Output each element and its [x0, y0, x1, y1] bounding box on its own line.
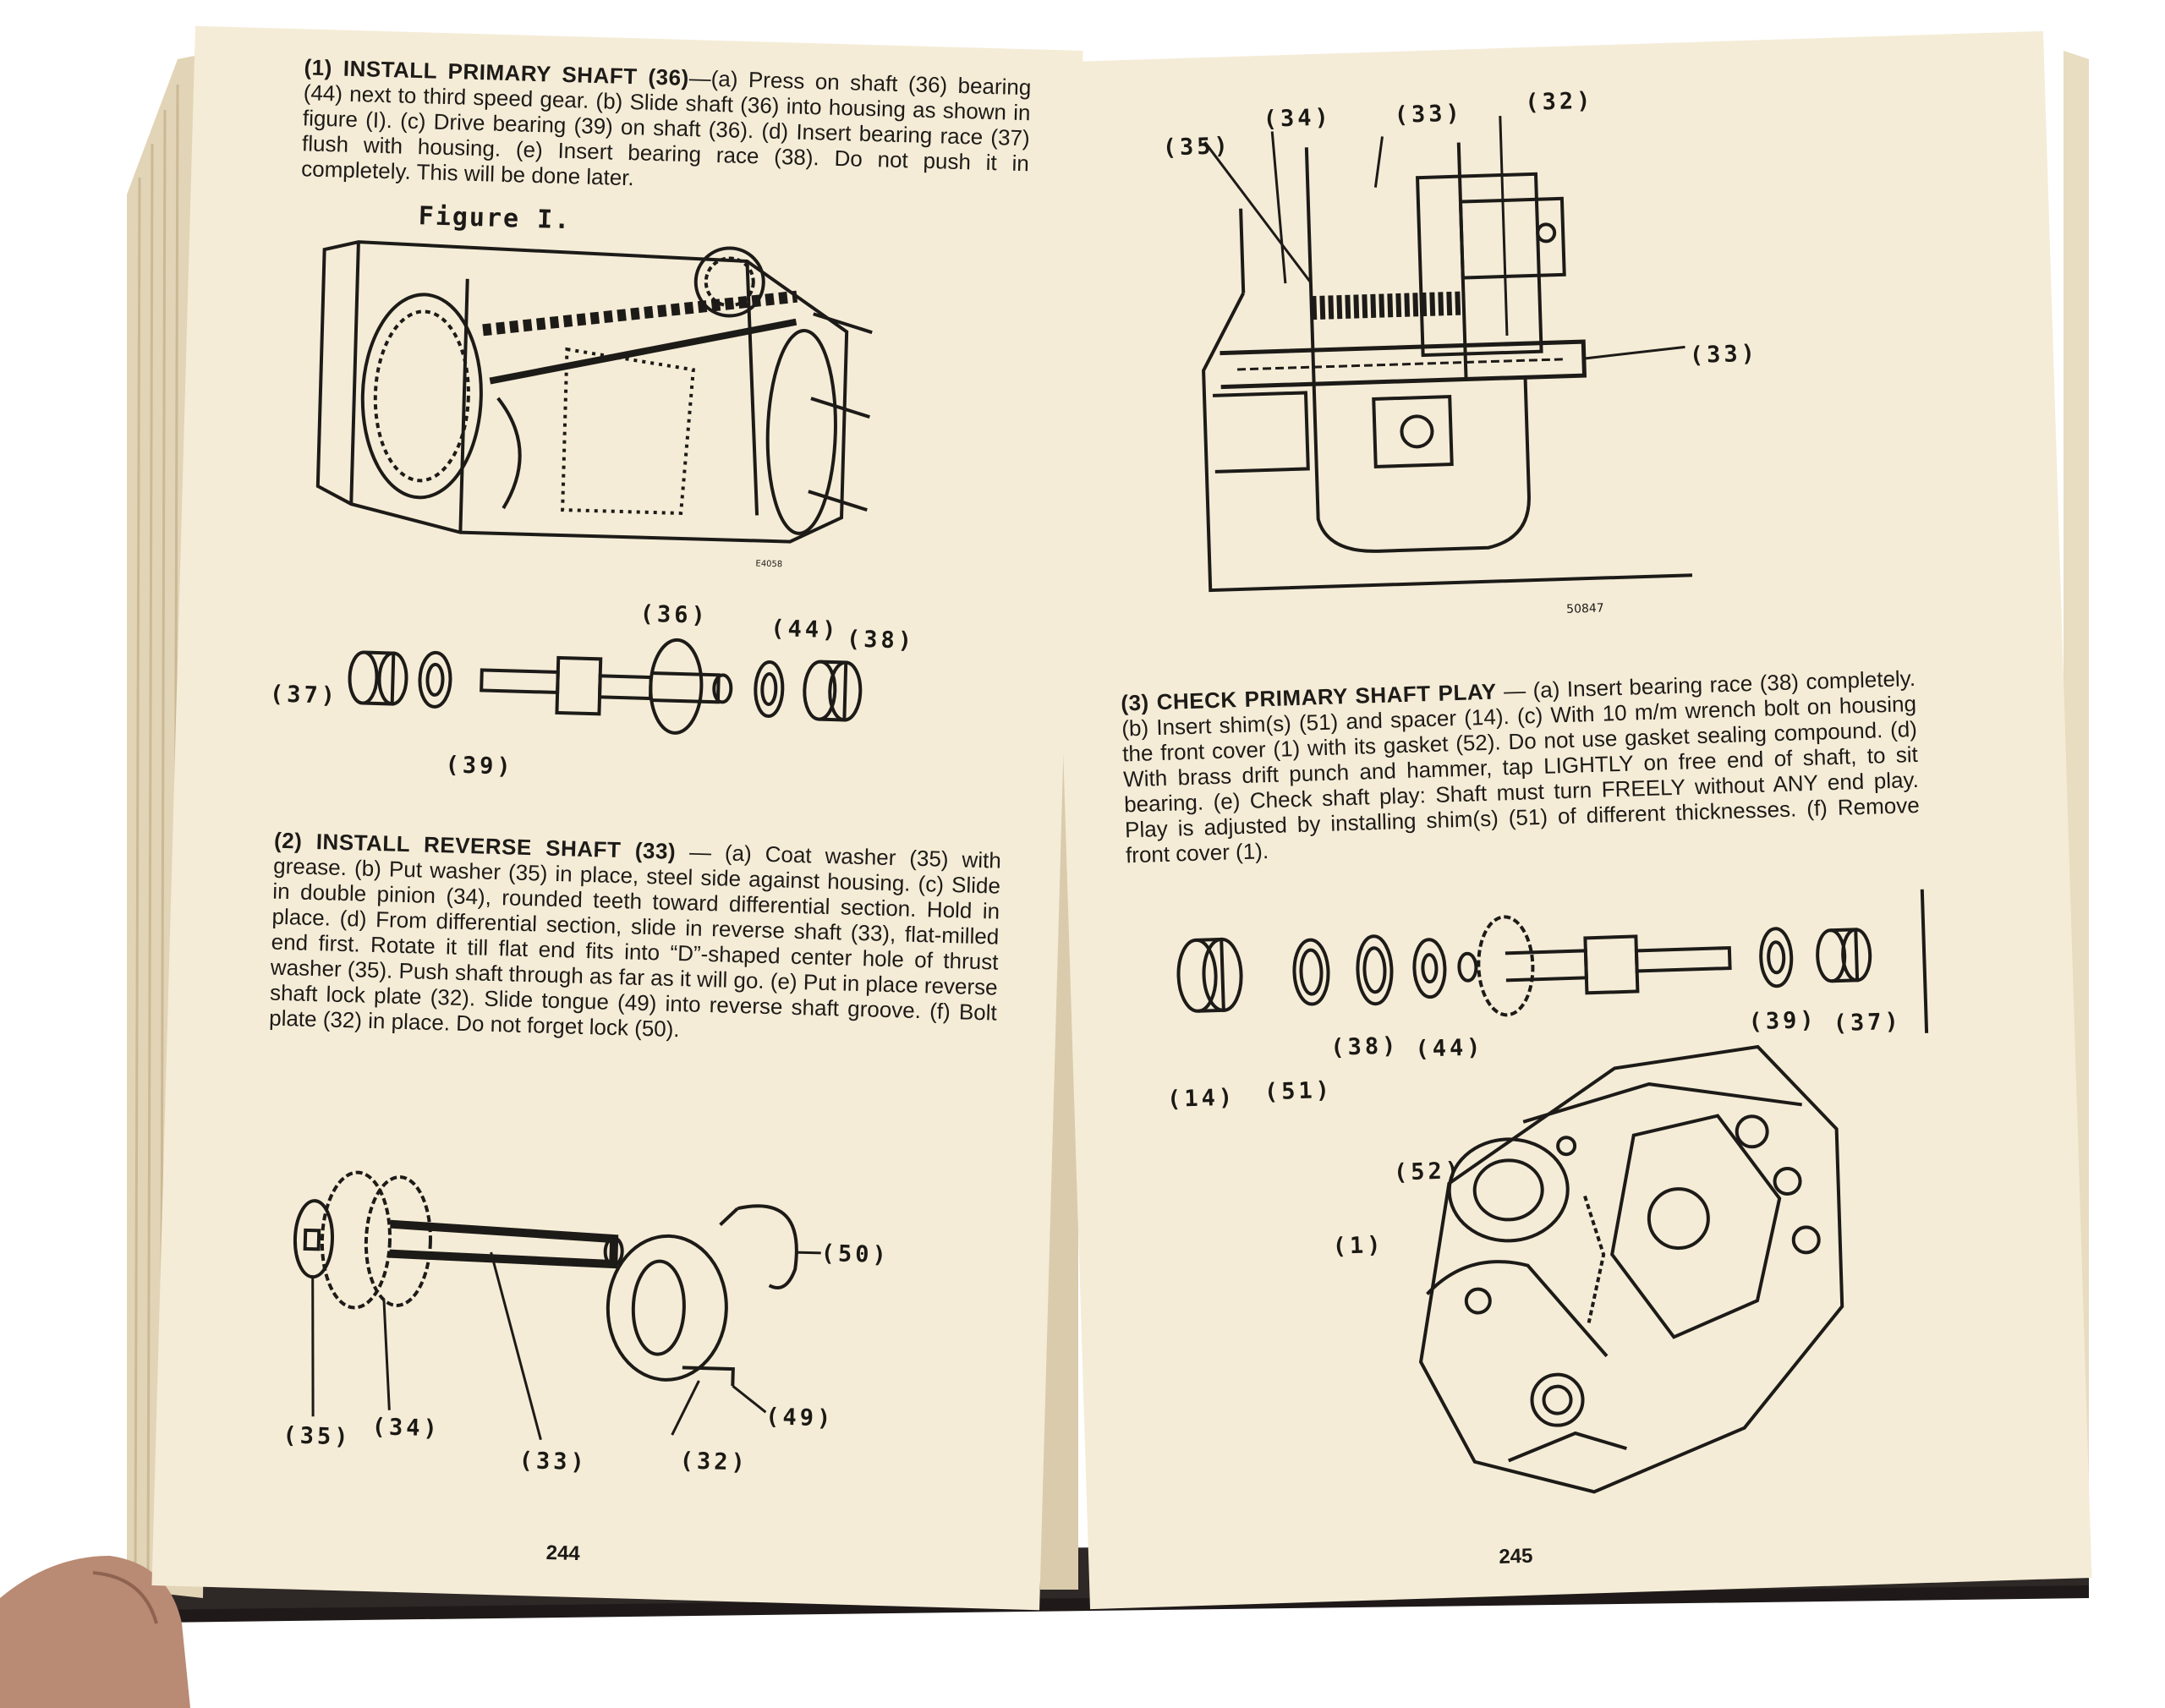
label-35-right: (35)	[1162, 133, 1232, 161]
label-33-right-side: (33)	[1689, 340, 1759, 370]
label-36: (36)	[639, 600, 710, 629]
label-38-right: (38)	[1329, 1032, 1400, 1061]
label-50: (50)	[820, 1240, 891, 1269]
reverse-shaft-parts	[293, 1170, 821, 1441]
label-32-right: (32)	[1524, 87, 1594, 117]
label-33-right-top: (33)	[1394, 100, 1464, 129]
label-1: (1)	[1332, 1232, 1384, 1260]
primary-shaft-exploded	[1176, 889, 1929, 1033]
label-14: (14)	[1166, 1084, 1236, 1113]
section-2-text: (2) INSTALL REVERSE SHAFT (33) — (a) Coa…	[269, 828, 1001, 1051]
right-page: 50847 (34) (33) (32) (35) (33) (3) CHECK…	[1041, 30, 2092, 1610]
left-page: (1) INSTALL PRIMARY SHAFT (36)—(a) Press…	[151, 25, 1083, 1611]
label-49: (49)	[765, 1404, 835, 1432]
figure-i-code: E4058	[755, 559, 782, 569]
section-2-body: — (a) Coat washer (35) with grease. (b) …	[268, 838, 1002, 1043]
label-38: (38)	[846, 626, 916, 654]
sectional-view-code: 50847	[1566, 601, 1604, 616]
label-34-right: (34)	[1263, 104, 1333, 133]
photo-scene: (1) INSTALL PRIMARY SHAFT (36)—(a) Press…	[0, 25, 2092, 1708]
section-1-text: (1) INSTALL PRIMARY SHAFT (36)—(a) Press…	[301, 54, 1032, 201]
primary-shaft-parts	[348, 638, 863, 735]
label-33: (33)	[518, 1448, 589, 1476]
sectional-view-illustration: 50847	[1202, 116, 1693, 616]
label-34: (34)	[371, 1414, 441, 1442]
label-52: (52)	[1393, 1158, 1463, 1186]
label-32: (32)	[679, 1448, 749, 1476]
label-35: (35)	[282, 1422, 352, 1451]
housing-illustration: E4058	[315, 240, 873, 569]
label-37: (37)	[269, 681, 339, 709]
page-number-244: 244	[545, 1541, 581, 1566]
label-39: (39)	[445, 752, 515, 780]
label-51: (51)	[1263, 1076, 1334, 1106]
front-cover-illustration	[1418, 1044, 1844, 1494]
page-number-245: 245	[1498, 1544, 1533, 1568]
label-44: (44)	[770, 615, 840, 644]
section-3-text: (3) CHECK PRIMARY SHAFT PLAY — (a) Inser…	[1121, 665, 1921, 868]
